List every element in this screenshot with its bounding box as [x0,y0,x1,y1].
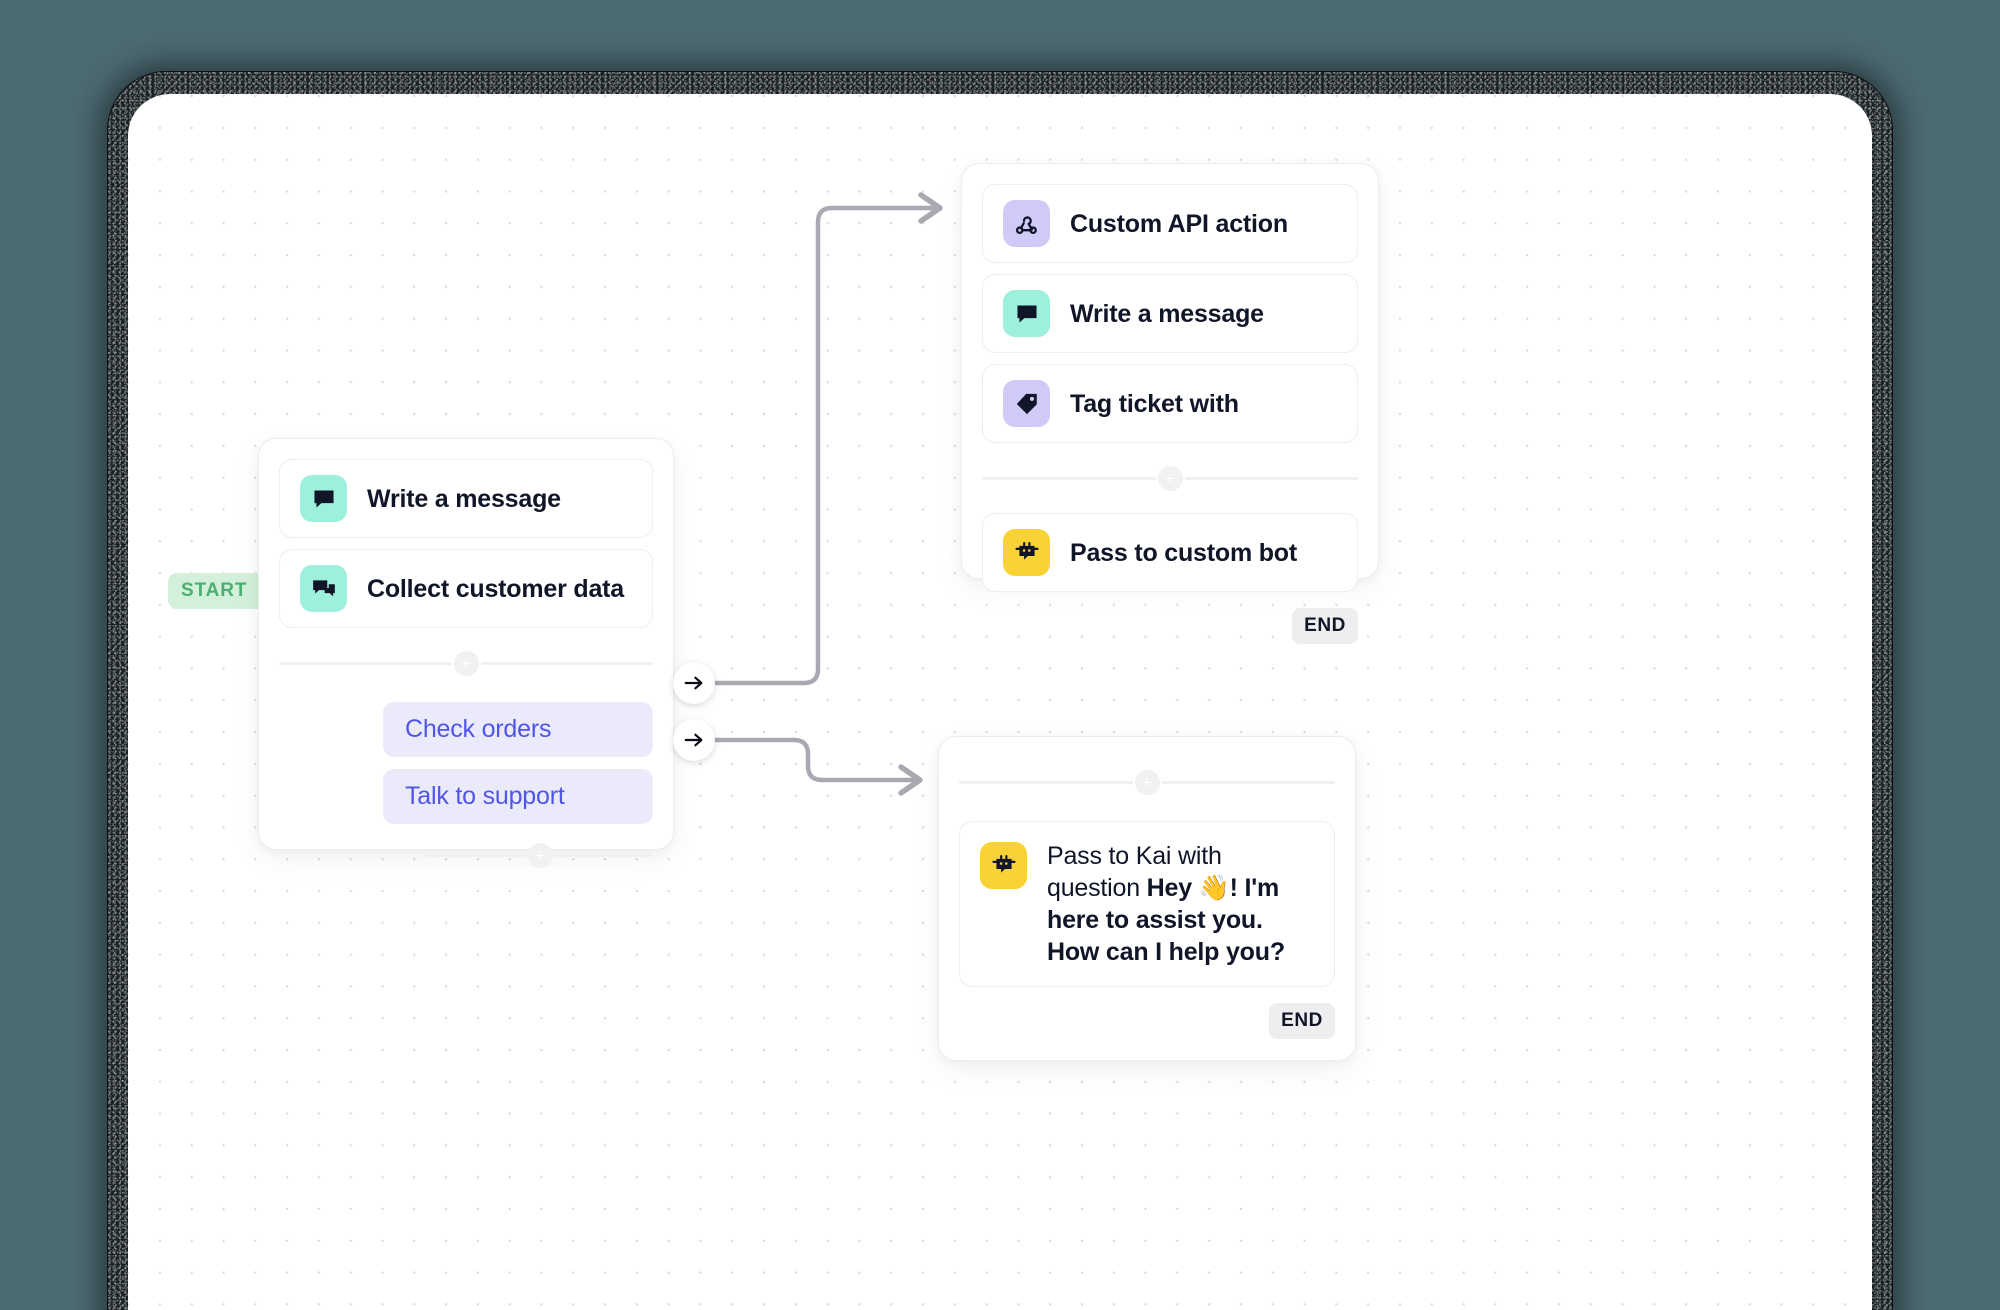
step-write-a-message[interactable]: Write a message [982,274,1358,353]
divider-line-left [959,780,1133,784]
divider-line-left [982,476,1156,480]
arrow-right-icon [684,676,703,690]
wire-talk-to-support-arrowhead [898,764,923,796]
end-badge-wrap: END [982,608,1358,644]
speech-bubble-icon [300,475,347,522]
port-talk-to-support[interactable] [673,719,715,761]
add-step-button[interactable]: + [1134,769,1160,795]
wire-talk-to-support [691,737,916,783]
step-label: Collect customer data [367,574,624,603]
step-label: Pass to Kai with question Hey 👋! I'm her… [1047,840,1314,968]
step-label: Write a message [367,484,561,513]
step-label-prefix: Pass to Kai with question [1047,842,1222,902]
start-badge-label: START [181,580,248,601]
step-label: Tag ticket with [1070,389,1239,418]
step-pass-to-kai[interactable]: Pass to Kai with question Hey 👋! I'm her… [959,821,1335,987]
two-speech-bubbles-icon [300,565,347,612]
webhook-icon [1003,200,1050,247]
choice-check-orders[interactable]: Check orders [383,702,653,757]
add-choice-divider[interactable]: + [427,842,653,868]
divider-line-right [554,853,653,857]
wire-check-orders-arrowhead [918,192,943,224]
bot-icon [1003,529,1050,576]
choice-talk-to-support[interactable]: Talk to support [383,769,653,824]
step-label: Pass to custom bot [1070,538,1297,567]
tag-icon [1003,380,1050,427]
add-choice-button[interactable]: + [527,842,553,868]
divider-line-right [480,661,653,665]
step-label: Custom API action [1070,209,1288,238]
main-flow-card[interactable]: Write a message Collect customer data + … [258,438,674,868]
flow-canvas[interactable]: START Write a message [128,94,1872,1310]
branch-card-check-orders[interactable]: Custom API action Write a message T [961,163,1379,644]
step-label: Write a message [1070,299,1264,328]
wire-check-orders [691,205,936,686]
divider-line-right [1184,476,1358,480]
end-badge: END [1269,1003,1335,1039]
step-write-a-message[interactable]: Write a message [279,459,653,538]
add-step-divider[interactable]: + [959,769,1335,795]
add-step-divider[interactable]: + [982,465,1358,491]
divider-line-left [279,661,452,665]
divider-line-left [427,853,526,857]
step-collect-customer-data[interactable]: Collect customer data [279,549,653,628]
connector-wires [691,192,943,796]
add-step-button[interactable]: + [453,650,479,676]
add-step-button[interactable]: + [1157,465,1183,491]
end-badge: END [1292,608,1358,644]
arrow-right-icon [684,733,703,747]
port-check-orders[interactable] [673,662,715,704]
end-badge-wrap: END [959,1003,1335,1039]
step-label-bold: Hey 👋! I'm here to assist you. How can I… [1047,874,1285,966]
branch-card-talk-to-support[interactable]: + Pass to Kai with question Hey 👋! I'm h… [938,736,1356,1061]
speech-bubble-icon [1003,290,1050,337]
bot-icon [980,842,1027,889]
step-custom-api-action[interactable]: Custom API action [982,184,1358,263]
add-step-divider-top[interactable]: + [279,650,653,676]
step-pass-to-custom-bot[interactable]: Pass to custom bot [982,513,1358,592]
divider-line-right [1161,780,1335,784]
step-tag-ticket-with[interactable]: Tag ticket with [982,364,1358,443]
